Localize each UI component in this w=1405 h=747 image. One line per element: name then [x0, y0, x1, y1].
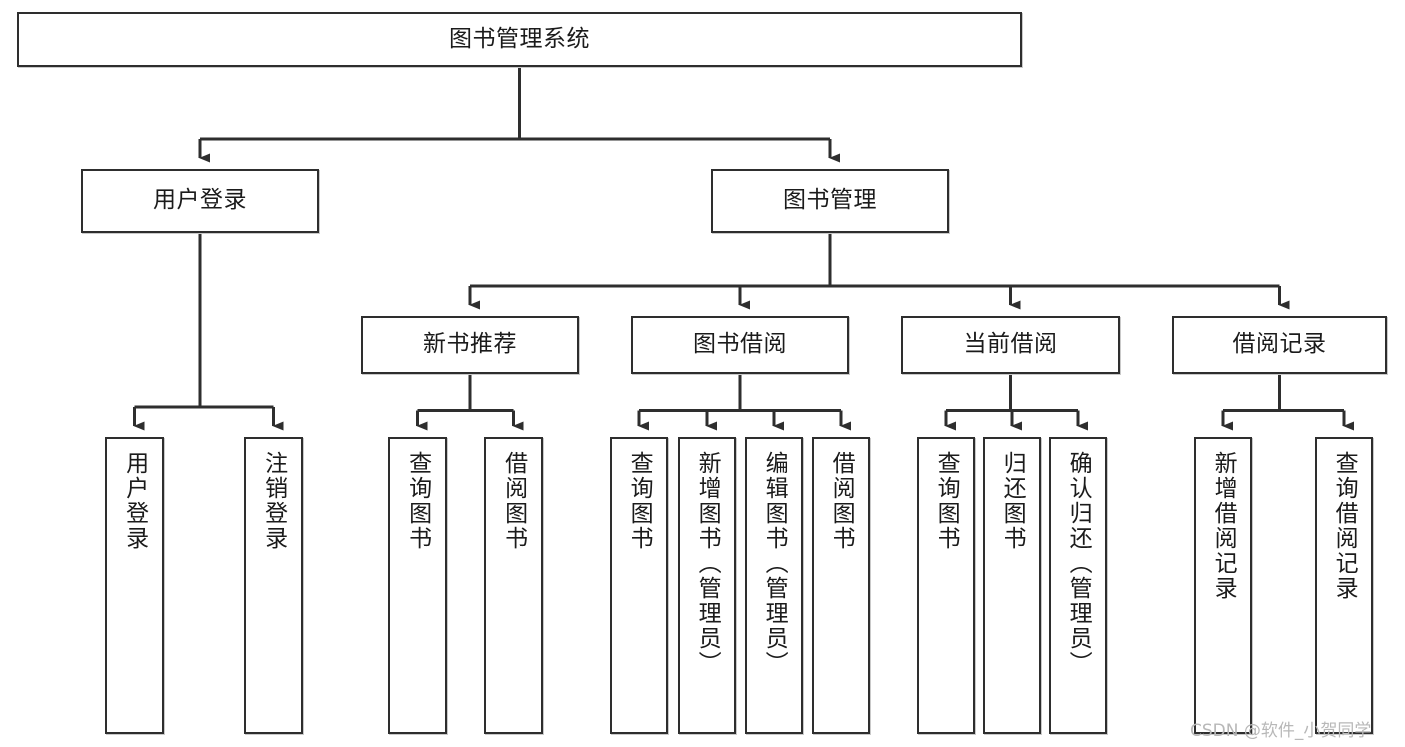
node-newbook[interactable]: 新书推荐 [361, 316, 579, 374]
node-label: 当前借阅 [963, 331, 1058, 358]
node-leaf-8[interactable]: 借阅图书 [812, 437, 870, 734]
node-records[interactable]: 借阅记录 [1172, 316, 1387, 374]
node-label: 查询借阅记录 [1331, 451, 1358, 601]
node-label: 用户登录 [121, 451, 148, 551]
node-label: 编辑图书（管理员） [761, 451, 788, 676]
node-borrow[interactable]: 图书借阅 [631, 316, 849, 374]
node-leaf-3[interactable]: 查询图书 [388, 437, 447, 734]
node-label: 查询图书 [626, 451, 653, 551]
node-leaf-13[interactable]: 查询借阅记录 [1315, 437, 1373, 734]
node-leaf-9[interactable]: 查询图书 [917, 437, 975, 734]
node-label: 查询图书 [933, 451, 960, 551]
node-leaf-10[interactable]: 归还图书 [983, 437, 1041, 734]
node-bookmgmt[interactable]: 图书管理 [711, 169, 949, 233]
node-leaf-11[interactable]: 确认归还（管理员） [1049, 437, 1107, 734]
node-label: 确认归还（管理员） [1065, 451, 1092, 676]
node-current[interactable]: 当前借阅 [901, 316, 1120, 374]
node-label: 注销登录 [260, 451, 287, 551]
node-leaf-4[interactable]: 借阅图书 [484, 437, 543, 734]
node-leaf-12[interactable]: 新增借阅记录 [1194, 437, 1252, 734]
node-label: 新书推荐 [423, 331, 517, 358]
node-label: 图书管理 [783, 187, 877, 214]
node-label: 借阅图书 [828, 451, 855, 551]
node-label: 新增图书（管理员） [694, 451, 721, 676]
node-leaf-2[interactable]: 注销登录 [244, 437, 303, 734]
node-leaf-1[interactable]: 用户登录 [105, 437, 164, 734]
node-label: 用户登录 [153, 187, 247, 214]
node-label: 归还图书 [999, 451, 1026, 551]
node-leaf-7[interactable]: 编辑图书（管理员） [745, 437, 803, 734]
node-leaf-5[interactable]: 查询图书 [610, 437, 668, 734]
node-label: 图书借阅 [693, 331, 787, 358]
node-label: 借阅图书 [500, 451, 527, 551]
node-label: 借阅记录 [1232, 331, 1327, 358]
node-label: 图书管理系统 [449, 25, 590, 52]
node-leaf-6[interactable]: 新增图书（管理员） [678, 437, 736, 734]
node-label: 查询图书 [404, 451, 431, 551]
node-label: 新增借阅记录 [1210, 451, 1237, 601]
node-login[interactable]: 用户登录 [81, 169, 319, 233]
node-root[interactable]: 图书管理系统 [17, 12, 1022, 67]
